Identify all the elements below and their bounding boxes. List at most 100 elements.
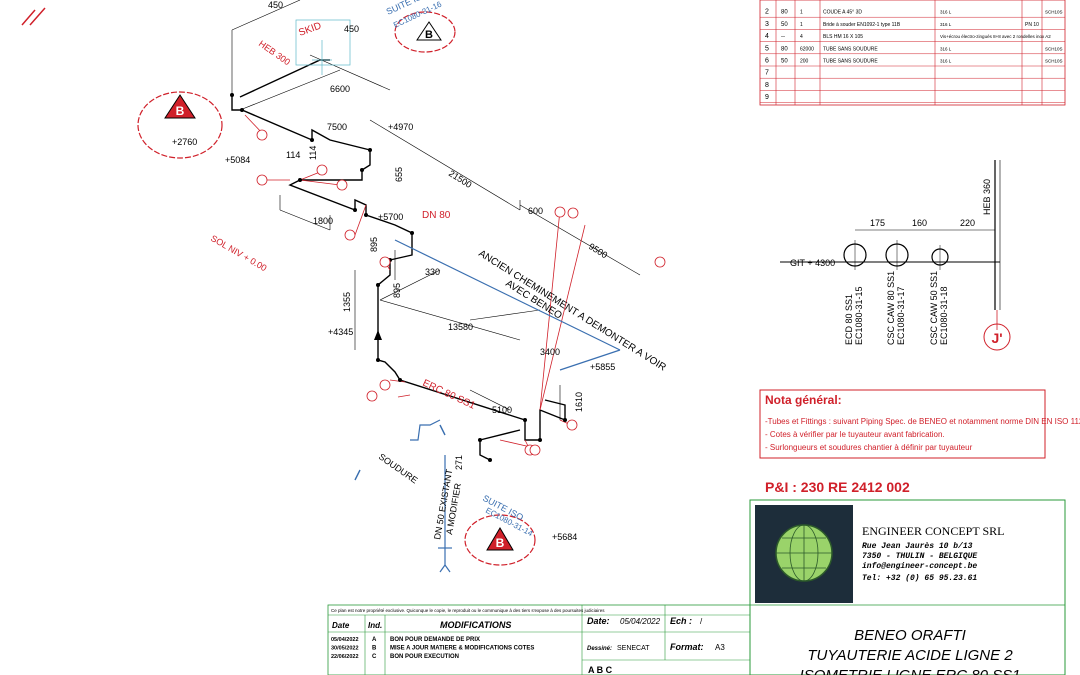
date-field-value: 05/04/2022 — [620, 617, 661, 626]
mod-row-ind: B — [372, 646, 377, 652]
mod-date-label: Date — [332, 621, 350, 630]
dim-text: 600 — [528, 206, 543, 216]
dim-text: 1610 — [574, 392, 584, 412]
mod-row-text: BON POUR DEMANDE DE PRIX — [390, 637, 480, 643]
mod-row-date: 05/04/2022 — [331, 637, 359, 643]
dim-text: 5100 — [492, 405, 512, 415]
soudure-label: SOUDURE — [377, 451, 420, 485]
notes-item: -Tubes et Fittings : suivant Piping Spec… — [765, 417, 1080, 426]
ech-label: Ech : — [670, 616, 692, 626]
ech-value: / — [700, 617, 703, 626]
drawing-title-1: BENEO ORAFTI — [854, 627, 966, 644]
section-pipe-line2: EC1080-31-17 — [896, 286, 906, 345]
section-view: HEB 360 175 160 220 GIT + 4300 ECD 80 SS… — [780, 160, 1011, 351]
notes-item: - Cotes à vérifier par le tuyauteur avan… — [765, 430, 945, 439]
date-field-label: Date: — [587, 616, 610, 626]
format-label: Format: — [670, 642, 704, 652]
bom-cell-no: 6 — [765, 58, 769, 65]
mod-ind-label: Ind. — [368, 621, 382, 630]
mod-row-date: 22/06/2022 — [331, 654, 359, 660]
bom-cell-dn: 50 — [781, 22, 788, 28]
bom-cell-mat: 316 L — [940, 59, 952, 64]
ancien-label-1: ANCIEN CHEMINEMENT A DEMONTER A VOIR — [476, 248, 667, 373]
mod-row-text: MISE A JOUR MATIERE & MODIFICATIONS COTE… — [390, 646, 534, 652]
cloud-bottom: B — [464, 514, 536, 566]
bom-cell-sch: SCH10S — [1045, 59, 1063, 64]
dim-text: 21500 — [447, 168, 474, 190]
bom-cell-qty: 200 — [800, 59, 809, 65]
section-git: GIT + 4300 — [790, 258, 835, 268]
dim-text: 9500 — [587, 241, 609, 260]
revision-clouds: B B B — [137, 11, 536, 566]
skid-label: SKID — [297, 20, 323, 38]
item-bubbles — [256, 129, 666, 456]
company-city: 7350 - THULIN - BELGIQUE — [862, 552, 977, 561]
bom-cell-qty: 4 — [800, 34, 803, 40]
elevation-text: +5684 — [552, 532, 577, 542]
bom-cell-desc: TUBE SANS SOUDURE — [823, 59, 878, 65]
bom-cell-dn: 80 — [781, 10, 788, 16]
pid-reference: P&I : 230 RE 2412 002 — [765, 479, 910, 495]
mod-row-ind: C — [372, 654, 377, 660]
bom-cell-qty: 1 — [800, 10, 803, 16]
dim-text: 895 — [392, 283, 402, 298]
iso-elevations: +2760 +5084 +4970 +5700 +4345 +5855 +568… — [172, 122, 615, 542]
bom-cell-no: 8 — [765, 82, 769, 89]
bom-cell-qty: 1 — [800, 22, 803, 28]
dim-text: 450 — [344, 24, 359, 34]
bom-cell-desc: COUDE A 45° 3D — [823, 10, 862, 16]
isometric-pipe — [230, 0, 641, 573]
company-email: info@engineer-concept.be — [862, 562, 977, 571]
mod-row-ind: A — [372, 637, 377, 643]
bom-cell-mat: 316 L — [940, 46, 952, 51]
bom-cell-desc: BLS HM 16 X 105 — [823, 34, 863, 40]
dim-text: 114 — [286, 150, 300, 160]
dim-text: 3400 — [540, 347, 560, 357]
section-pipe-line2: EC1080-31-18 — [939, 286, 949, 345]
bom-cell-sch: SCH10S — [1045, 10, 1063, 15]
mod-row-text: BON POUR EXECUTION — [390, 654, 459, 660]
bom-cell-desc: Bride à souder EN1092-1 type 11B — [823, 22, 901, 28]
company-name: ENGINEER CONCEPT SRL — [862, 524, 1004, 538]
bom-cell-no: 2 — [765, 9, 769, 16]
bom-cell-dn: 80 — [781, 46, 788, 52]
bom-cell-dn: 50 — [781, 59, 788, 65]
bom-cell-mat: 316 L — [940, 22, 952, 27]
drawing-title-2: TUYAUTERIE ACIDE LIGNE 2 — [807, 647, 1013, 664]
elevation-text: +5855 — [590, 362, 615, 372]
bom-cell-no: 9 — [765, 94, 769, 101]
dim-text: 895 — [369, 237, 379, 252]
bom-cell-mat: Vis+écrou électro-zingués 8+8 avec 2 ron… — [940, 34, 1051, 39]
bom-cell-no: 4 — [765, 33, 769, 40]
cloud-label: B — [496, 536, 505, 550]
company-tel: Tel: +32 (0) 65 95.23.61 — [862, 574, 977, 583]
section-marker: J' — [991, 330, 1002, 346]
legal-notice: Ce plan est notre propriété exclusive. Q… — [331, 608, 605, 613]
section-pipe-line1: CSC CAW 50 SS1 — [929, 271, 939, 345]
bom-cell-dn: -- — [781, 34, 785, 40]
dim-text: 114 — [308, 146, 318, 160]
bom-cell-desc: TUBE SANS SOUDURE — [823, 46, 878, 52]
company-address: Rue Jean Jaurès 10 b/13 — [862, 542, 973, 551]
bom-cell-no: 7 — [765, 70, 769, 77]
notes-box: Nota général: -Tubes et Fittings : suiva… — [759, 389, 1080, 495]
drawing-title-3: ISOMETRIE LIGNE ERC 80 SS1 — [800, 667, 1021, 675]
cloud-left: B — [137, 91, 223, 159]
iso-dimensions: 450 450 6600 7500 21500 114 114 655 1800… — [268, 0, 609, 470]
dim-text: 450 — [268, 0, 283, 10]
bom-cell-sch: SCH10S — [1045, 46, 1063, 51]
elevation-text: +4970 — [388, 122, 413, 132]
dim-text: 330 — [425, 267, 440, 277]
elevation-text: +4345 — [328, 327, 353, 337]
dn80-label: DN 80 — [422, 210, 451, 221]
bom-cell-qty: 62000 — [800, 46, 814, 52]
dim-text: 1355 — [342, 292, 352, 312]
bom-cell-pn: PN 10 — [1025, 22, 1039, 28]
sol-label: SOL NIV + 0.00 — [209, 233, 269, 273]
elevation-text: +5084 — [225, 155, 250, 165]
dim-text: 271 — [454, 455, 464, 470]
notes-item: - Surlongueurs et soudures chantier à dé… — [765, 443, 973, 452]
heb300-label: HEB 300 — [257, 38, 292, 67]
section-dim: 175 — [870, 218, 885, 228]
revision-letters: A B C — [588, 665, 613, 675]
